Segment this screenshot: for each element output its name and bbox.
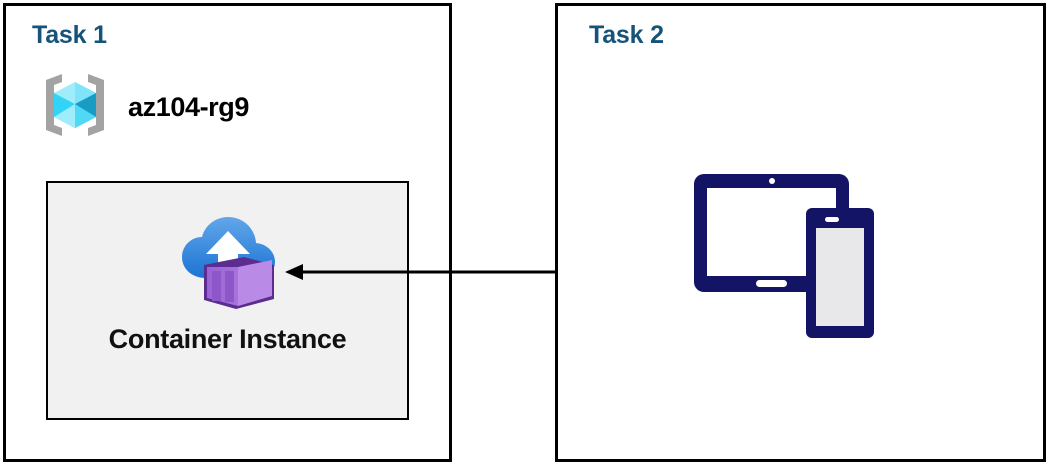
- task1-title: Task 1: [32, 21, 107, 49]
- task2-title: Task 2: [589, 21, 664, 49]
- resource-group-label: az104-rg9: [128, 92, 249, 122]
- task-panel-task1: Task 1 a: [3, 3, 685, 462]
- resource-group-row: az104-rg9: [36, 66, 249, 149]
- device-group: Test and verify: [686, 166, 916, 371]
- container-instance-icon: [174, 205, 282, 318]
- resource-box-label: Container Instance: [108, 324, 347, 354]
- resource-box: Container Instance: [46, 181, 409, 420]
- tablet-and-phone-icon: [686, 174, 916, 370]
- task-panel-task2: Task 2: [555, 3, 1046, 462]
- azure-resource-group-icon: [36, 66, 114, 149]
